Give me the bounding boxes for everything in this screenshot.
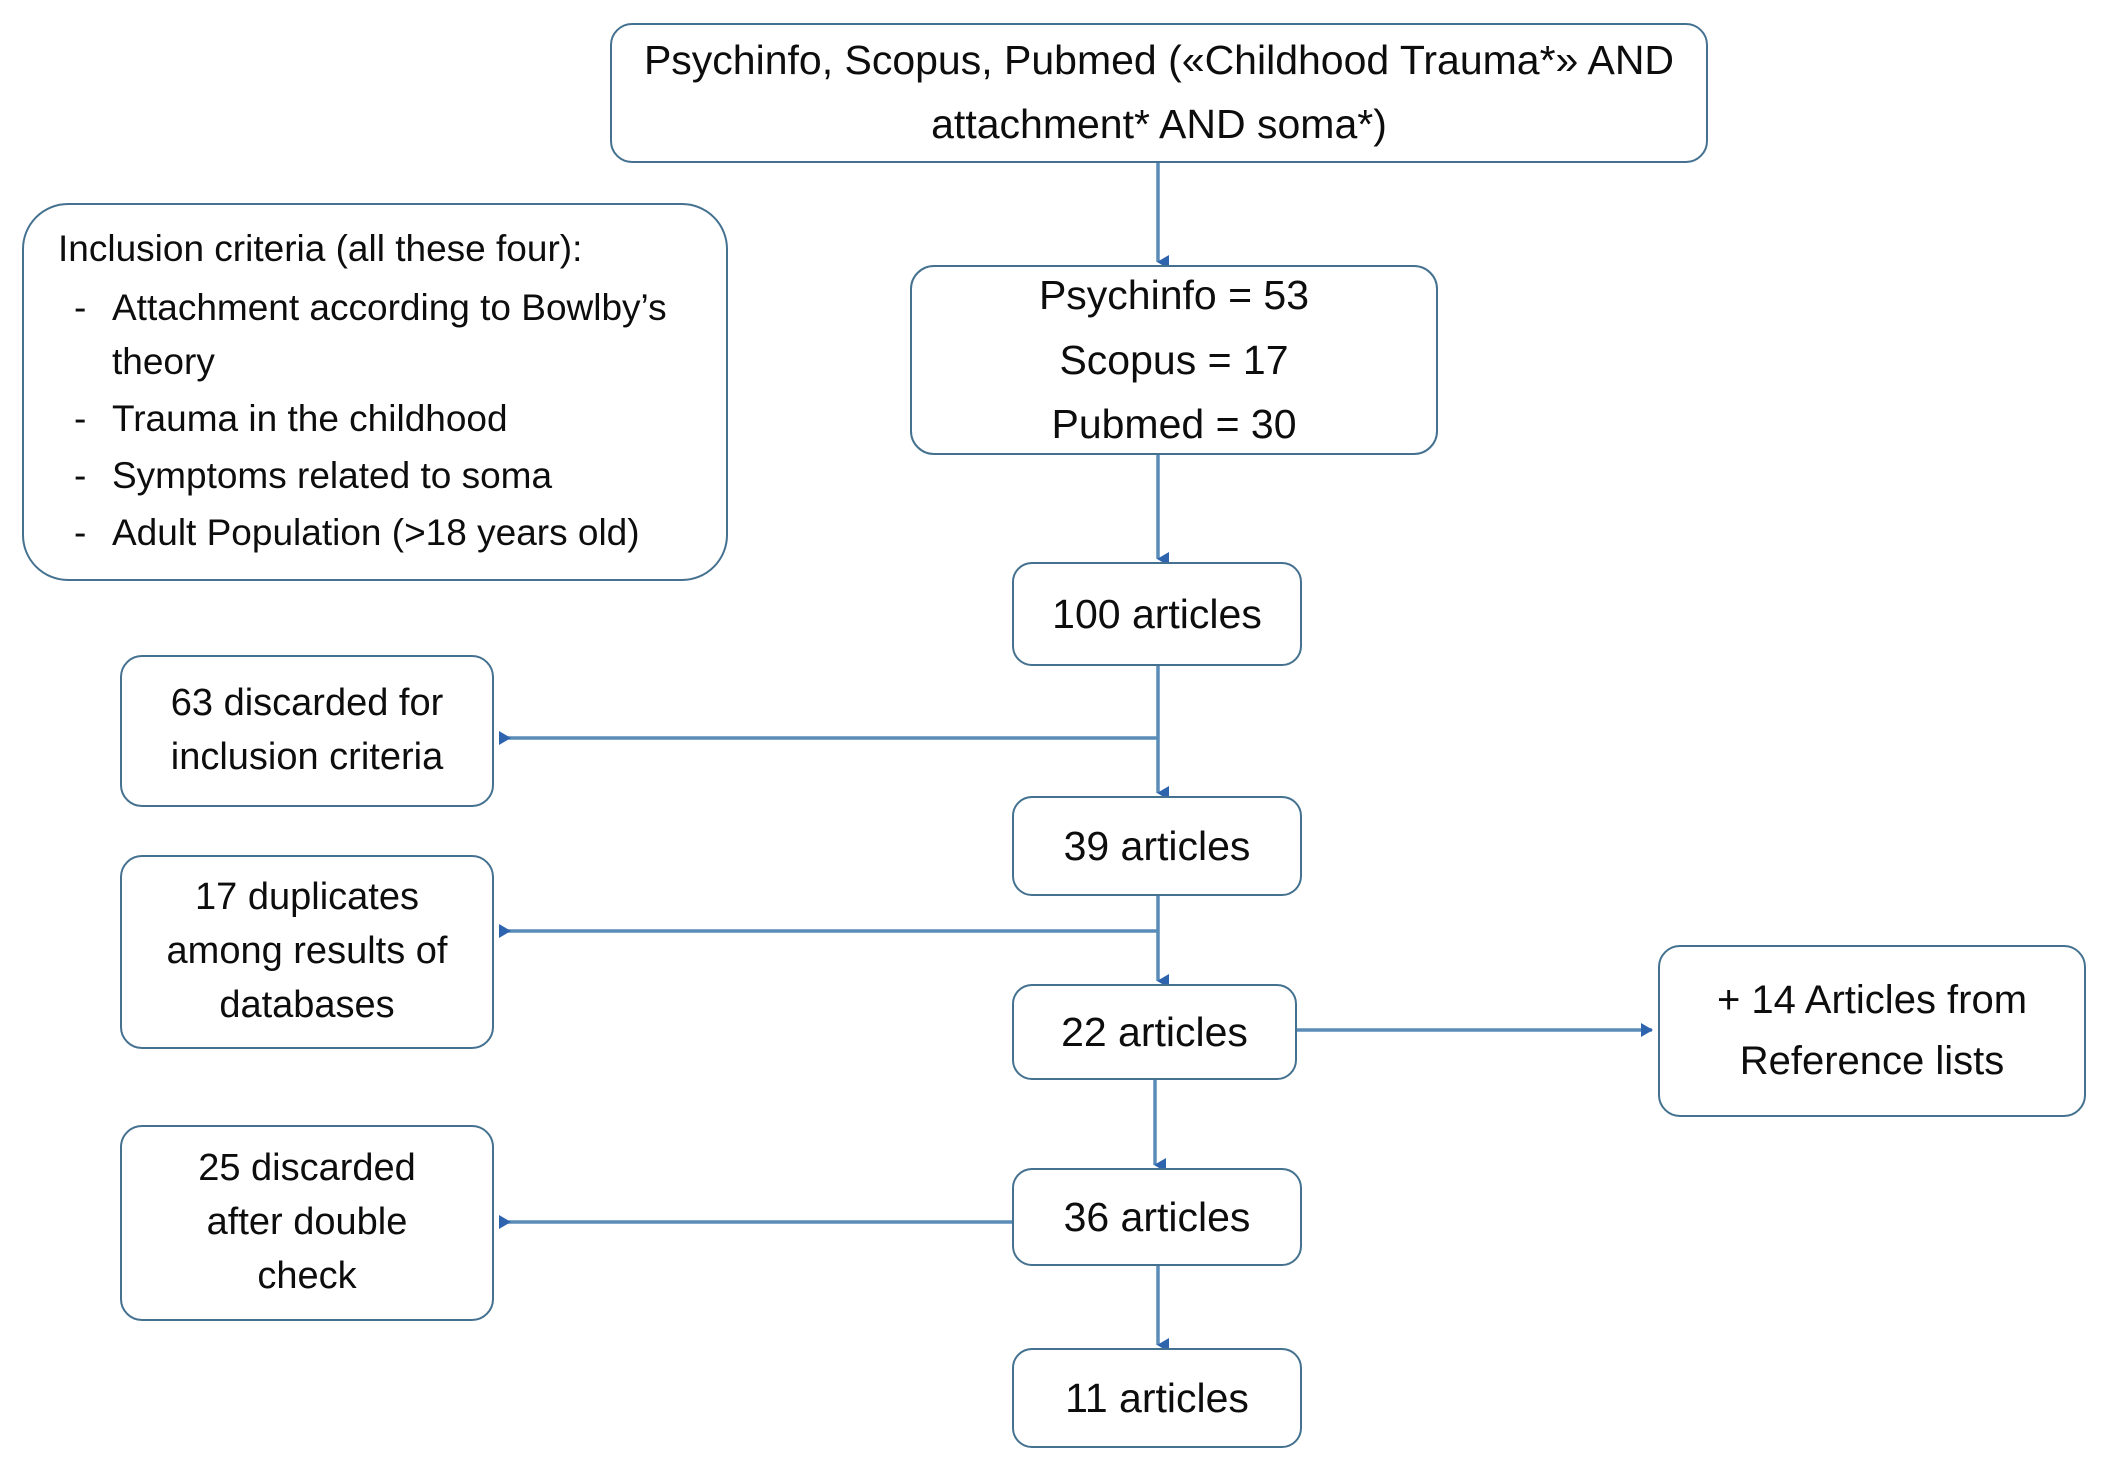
- criteria-text-4: Adult Population (>18 years old): [112, 511, 640, 553]
- query-line-1: Psychinfo, Scopus, Pubmed («Childhood Tr…: [643, 37, 1675, 84]
- node-articles-22[interactable]: 22 articles: [1012, 984, 1297, 1080]
- references-line-2: Reference lists: [1739, 1039, 2005, 1083]
- node-search-query[interactable]: Psychinfo, Scopus, Pubmed («Childhood Tr…: [610, 23, 1708, 163]
- list-item: - Attachment according to Bowlby’s theor…: [58, 281, 700, 391]
- reference-list-text: + 14 Articles from Reference lists: [1674, 970, 2070, 1092]
- node-articles-11-label: 11 articles: [1065, 1374, 1249, 1421]
- node-articles-22-label: 22 articles: [1061, 1008, 1248, 1055]
- inclusion-criteria-list: - Attachment according to Bowlby’s theor…: [58, 281, 700, 561]
- database-count-pubmed: Pubmed = 30: [1051, 401, 1297, 448]
- node-search-query-text: Psychinfo, Scopus, Pubmed («Childhood Tr…: [626, 29, 1692, 156]
- node-articles-100-label: 100 articles: [1052, 590, 1262, 637]
- node-articles-39[interactable]: 39 articles: [1012, 796, 1302, 896]
- list-item: - Adult Population (>18 years old): [58, 506, 700, 561]
- node-inclusion-criteria[interactable]: Inclusion criteria (all these four): - A…: [22, 203, 728, 581]
- bullet-dash-icon: -: [74, 511, 87, 553]
- node-reference-list-articles[interactable]: + 14 Articles from Reference lists: [1658, 945, 2086, 1117]
- bullet-dash-icon: -: [74, 454, 87, 496]
- bullet-dash-icon: -: [74, 286, 87, 328]
- list-item: - Trauma in the childhood: [58, 392, 700, 447]
- node-articles-39-label: 39 articles: [1063, 822, 1251, 869]
- discard-double-line-1: 25 discarded: [198, 1147, 416, 1190]
- discard-inclusion-line-2: inclusion criteria: [170, 736, 444, 778]
- duplicates-text: 17 duplicates among results of databases: [136, 871, 478, 1033]
- duplicates-line-2: among results of: [166, 930, 448, 973]
- database-count-psychinfo: Psychinfo = 53: [1038, 271, 1310, 318]
- node-database-counts[interactable]: Psychinfo = 53 Scopus = 17 Pubmed = 30: [910, 265, 1438, 455]
- references-line-1: + 14 Articles from: [1716, 978, 2028, 1023]
- duplicates-line-1: 17 duplicates: [195, 876, 419, 919]
- discard-double-line-3: check: [257, 1254, 357, 1297]
- node-articles-100[interactable]: 100 articles: [1012, 562, 1302, 666]
- node-articles-11[interactable]: 11 articles: [1012, 1348, 1302, 1448]
- node-discarded-inclusion-criteria[interactable]: 63 discarded for inclusion criteria: [120, 655, 494, 807]
- criteria-text-1: Attachment according to Bowlby’s theory: [112, 286, 667, 383]
- criteria-text-2: Trauma in the childhood: [112, 398, 508, 439]
- discarded-inclusion-text: 63 discarded for inclusion criteria: [136, 677, 478, 785]
- database-counts-text: Psychinfo = 53 Scopus = 17 Pubmed = 30: [926, 263, 1422, 457]
- node-articles-36[interactable]: 36 articles: [1012, 1168, 1302, 1266]
- discarded-double-check-text: 25 discarded after double check: [136, 1142, 478, 1304]
- discard-double-line-2: after double: [206, 1201, 408, 1244]
- inclusion-criteria-title: Inclusion criteria (all these four):: [58, 227, 583, 269]
- criteria-text-3: Symptoms related to soma: [112, 454, 553, 496]
- list-item: - Symptoms related to soma: [58, 449, 700, 504]
- bullet-dash-icon: -: [74, 398, 87, 439]
- node-discarded-double-check[interactable]: 25 discarded after double check: [120, 1125, 494, 1321]
- query-line-2: attachment* AND soma*): [931, 101, 1387, 147]
- node-duplicates[interactable]: 17 duplicates among results of databases: [120, 855, 494, 1049]
- duplicates-line-3: databases: [219, 983, 395, 1026]
- inclusion-criteria-body: Inclusion criteria (all these four): - A…: [58, 222, 700, 563]
- node-articles-36-label: 36 articles: [1063, 1193, 1251, 1240]
- database-count-scopus: Scopus = 17: [1059, 336, 1289, 383]
- discard-inclusion-line-1: 63 discarded for: [170, 682, 444, 725]
